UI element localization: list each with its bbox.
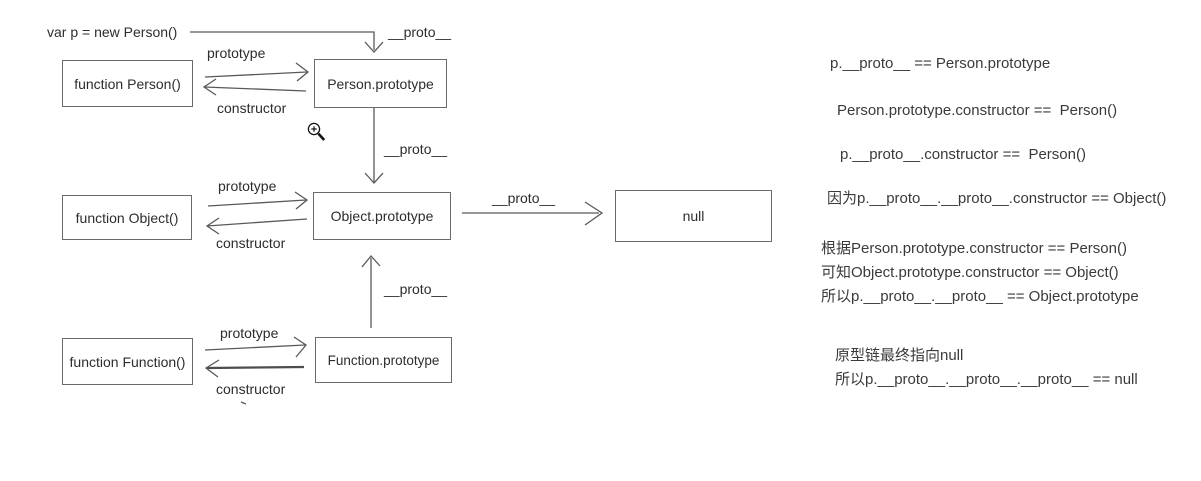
- constructor-label-row2: constructor: [216, 235, 286, 251]
- proto-label-middle: __proto__: [384, 141, 448, 157]
- note-line: 可知Object.prototype.constructor == Object…: [821, 264, 1119, 281]
- edge-function-prototype-arrow: [204, 336, 307, 358]
- constructor-label-row1: constructor: [217, 100, 287, 116]
- prototype-label-row3: prototype: [220, 325, 279, 341]
- proto-label-bottom: __proto__: [384, 281, 448, 297]
- box-person-prototype: Person.prototype: [314, 59, 447, 108]
- note-line: 因为p.__proto__.__proto__.constructor == O…: [827, 190, 1167, 207]
- prototype-label-row2: prototype: [218, 178, 277, 194]
- edge-object-prototype-proto-right: [462, 201, 604, 226]
- var-declaration-label: var p = new Person(): [47, 24, 178, 40]
- edge-person-prototype-arrow: [204, 62, 310, 82]
- note-line: p.__proto__ == Person.prototype: [830, 55, 1051, 72]
- box-function-object: function Object(): [62, 195, 192, 240]
- proto-label-top: __proto__: [388, 24, 452, 40]
- edge-object-prototype-arrow: [207, 191, 309, 210]
- box-function-person: function Person(): [62, 60, 193, 107]
- edge-person-prototype-proto-down: [364, 108, 384, 184]
- box-function-prototype: Function.prototype: [315, 337, 452, 383]
- edge-person-constructor-arrow: [202, 78, 307, 96]
- note-line: 所以p.__proto__.__proto__ == Object.protot…: [821, 288, 1139, 305]
- constructor-label-row3: constructor: [216, 381, 286, 397]
- edge-function-prototype-proto-up: [361, 255, 381, 328]
- prototype-label-row1: prototype: [207, 45, 266, 61]
- proto-label-right: __proto__: [492, 190, 556, 206]
- box-object-prototype: Object.prototype: [313, 192, 451, 240]
- edge-function-constructor-arrow: [204, 359, 305, 378]
- note-line: 原型链最终指向null: [835, 347, 964, 364]
- box-null: null: [615, 190, 772, 242]
- note-line: 所以p.__proto__.__proto__.__proto__ == nul…: [835, 371, 1138, 388]
- note-line: 根据Person.prototype.constructor == Person…: [821, 240, 1127, 257]
- edge-var-p-to-person-prototype: [190, 31, 384, 53]
- box-function-function: function Function(): [62, 338, 193, 385]
- stray-mark: [240, 401, 247, 405]
- zoom-in-cursor-icon: [307, 122, 326, 141]
- note-line: p.__proto__.constructor == Person(): [840, 146, 1086, 163]
- edge-object-constructor-arrow: [205, 217, 308, 235]
- note-line: Person.prototype.constructor == Person(): [837, 102, 1118, 119]
